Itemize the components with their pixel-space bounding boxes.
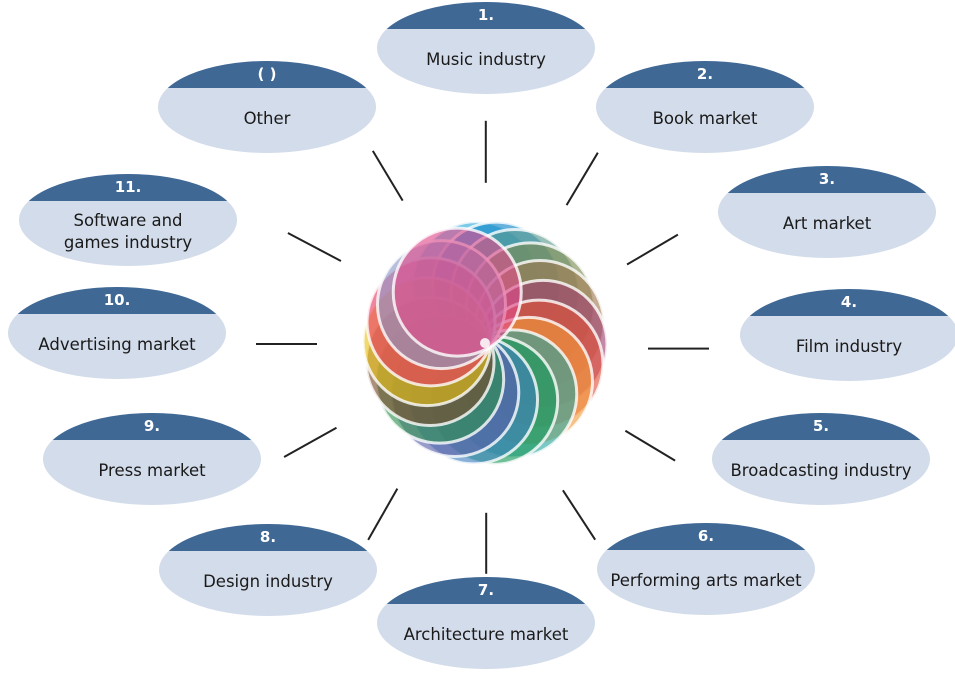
node-other: ( ) Other: [158, 61, 376, 153]
node-number: 11.: [114, 178, 142, 196]
node-number: 4.: [840, 293, 858, 311]
node-performing: 6. Performing arts market: [597, 523, 815, 615]
node-header-band: [712, 413, 930, 440]
node-header-band: [377, 2, 595, 29]
node-label: Music industry: [426, 49, 546, 69]
node-label: Film industry: [795, 336, 903, 356]
node-number: 9.: [143, 417, 161, 435]
node-label: Architecture market: [403, 624, 569, 644]
node-header-band: [740, 289, 955, 316]
node-advertising: 10. Advertising market: [8, 287, 226, 379]
node-header-band: [377, 577, 595, 604]
node-press: 9. Press market: [43, 413, 261, 505]
node-book: 2. Book market: [596, 61, 814, 153]
node-number: 1.: [477, 6, 495, 24]
node-header-band: [596, 61, 814, 88]
node-architecture: 7. Architecture market: [377, 577, 595, 669]
connector-line-architecture: [485, 512, 487, 574]
node-art: 3. Art market: [718, 166, 936, 258]
node-number: 7.: [477, 581, 495, 599]
node-design: 8. Design industry: [159, 524, 377, 616]
node-label: Book market: [652, 108, 758, 128]
connector-line-performing: [562, 490, 596, 541]
node-header-band: [8, 287, 226, 314]
node-music: 1. Music industry: [377, 2, 595, 94]
flower-center: [480, 338, 490, 348]
node-label: Advertising market: [38, 334, 196, 354]
flower-petal: [391, 226, 523, 358]
node-number: 10.: [103, 291, 131, 309]
node-number: 8.: [259, 528, 277, 546]
connector-line-broadcasting: [624, 430, 676, 462]
node-header-band: [597, 523, 815, 550]
node-number: 6.: [697, 527, 715, 545]
node-number: ( ): [257, 65, 277, 83]
node-header-band: [158, 61, 376, 88]
connector-line-press: [283, 427, 337, 458]
node-header-band: [159, 524, 377, 551]
connector-line-advertising: [256, 343, 317, 345]
node-header-band: [43, 413, 261, 440]
connector-line-art: [626, 234, 679, 266]
node-label: Broadcasting industry: [730, 460, 912, 480]
node-label: Software and games industry: [63, 210, 193, 252]
connector-line-film: [648, 348, 709, 350]
node-label: Other: [243, 108, 291, 128]
node-label: Performing arts market: [610, 570, 802, 590]
node-label: Press market: [98, 460, 206, 480]
node-broadcasting: 5. Broadcasting industry: [712, 413, 930, 505]
node-header-band: [718, 166, 936, 193]
node-software: 11. Software and games industry: [19, 174, 237, 266]
node-number: 5.: [812, 417, 830, 435]
connector-line-music: [485, 120, 487, 183]
multicolor-flower-icon: [361, 220, 609, 466]
node-label: Art market: [782, 213, 872, 233]
connector-line-software: [287, 232, 342, 262]
node-number: 3.: [818, 170, 836, 188]
node-number: 2.: [696, 65, 714, 83]
connector-line-other: [372, 150, 404, 202]
node-label: Design industry: [203, 571, 333, 591]
node-header-band: [19, 174, 237, 201]
node-film: 4. Film industry: [740, 289, 955, 381]
